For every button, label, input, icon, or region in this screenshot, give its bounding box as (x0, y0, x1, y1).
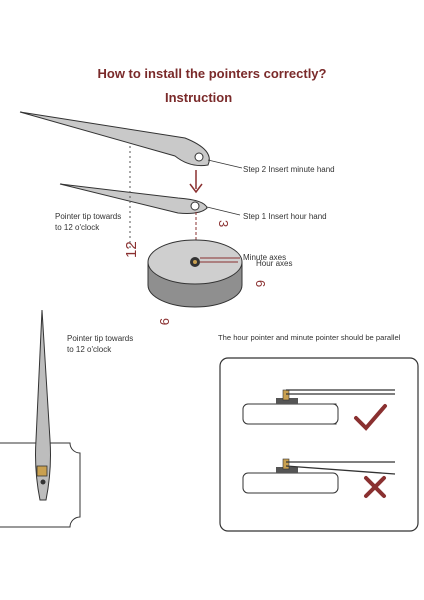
pointer-tip-label-2: Pointer tip towards to 12 o'clock (67, 333, 133, 355)
page-subtitle: Instruction (165, 90, 233, 105)
clock-movement-disc (147, 239, 243, 308)
step2-label: Step 2 Insert minute hand (243, 165, 335, 174)
check-mark-icon (354, 404, 387, 431)
hour-hand (59, 183, 208, 214)
correct-example (242, 389, 395, 425)
pointer-tip-label-2-line1: Pointer tip towards (67, 334, 134, 343)
wrong-example (242, 458, 396, 494)
parallel-note: The hour pointer and minute pointer shou… (218, 333, 401, 342)
pointer-tip-label-1-line2: to 12 o'clock (55, 223, 100, 232)
insert-arrow-icon (189, 170, 203, 194)
step1-leader-line (206, 206, 241, 216)
cross-mark-icon (364, 476, 386, 498)
pointer-tip-label-2-line2: to 12 o'clock (67, 345, 112, 354)
pointer-tip-label-1: Pointer tip towards to 12 o'clock (55, 211, 121, 233)
dial-number-12: 12 (123, 241, 140, 258)
dial-number-9: 9 (157, 318, 172, 325)
minute-hand (19, 111, 210, 167)
page-title: How to install the pointers correctly? (97, 66, 327, 81)
movement-box-with-hand (0, 309, 81, 528)
dial-number-3: 3 (216, 220, 231, 227)
minute-axes-label: Minute axes (243, 253, 287, 262)
step2-leader-line (207, 159, 243, 169)
parallel-comparison-panel (219, 357, 419, 532)
pointer-tip-label-1-line1: Pointer tip towards (55, 212, 122, 221)
step1-label: Step 1 Insert hour hand (243, 212, 327, 221)
hour-axes-label: Hour axes (256, 259, 293, 268)
dial-number-6: 6 (253, 280, 268, 287)
